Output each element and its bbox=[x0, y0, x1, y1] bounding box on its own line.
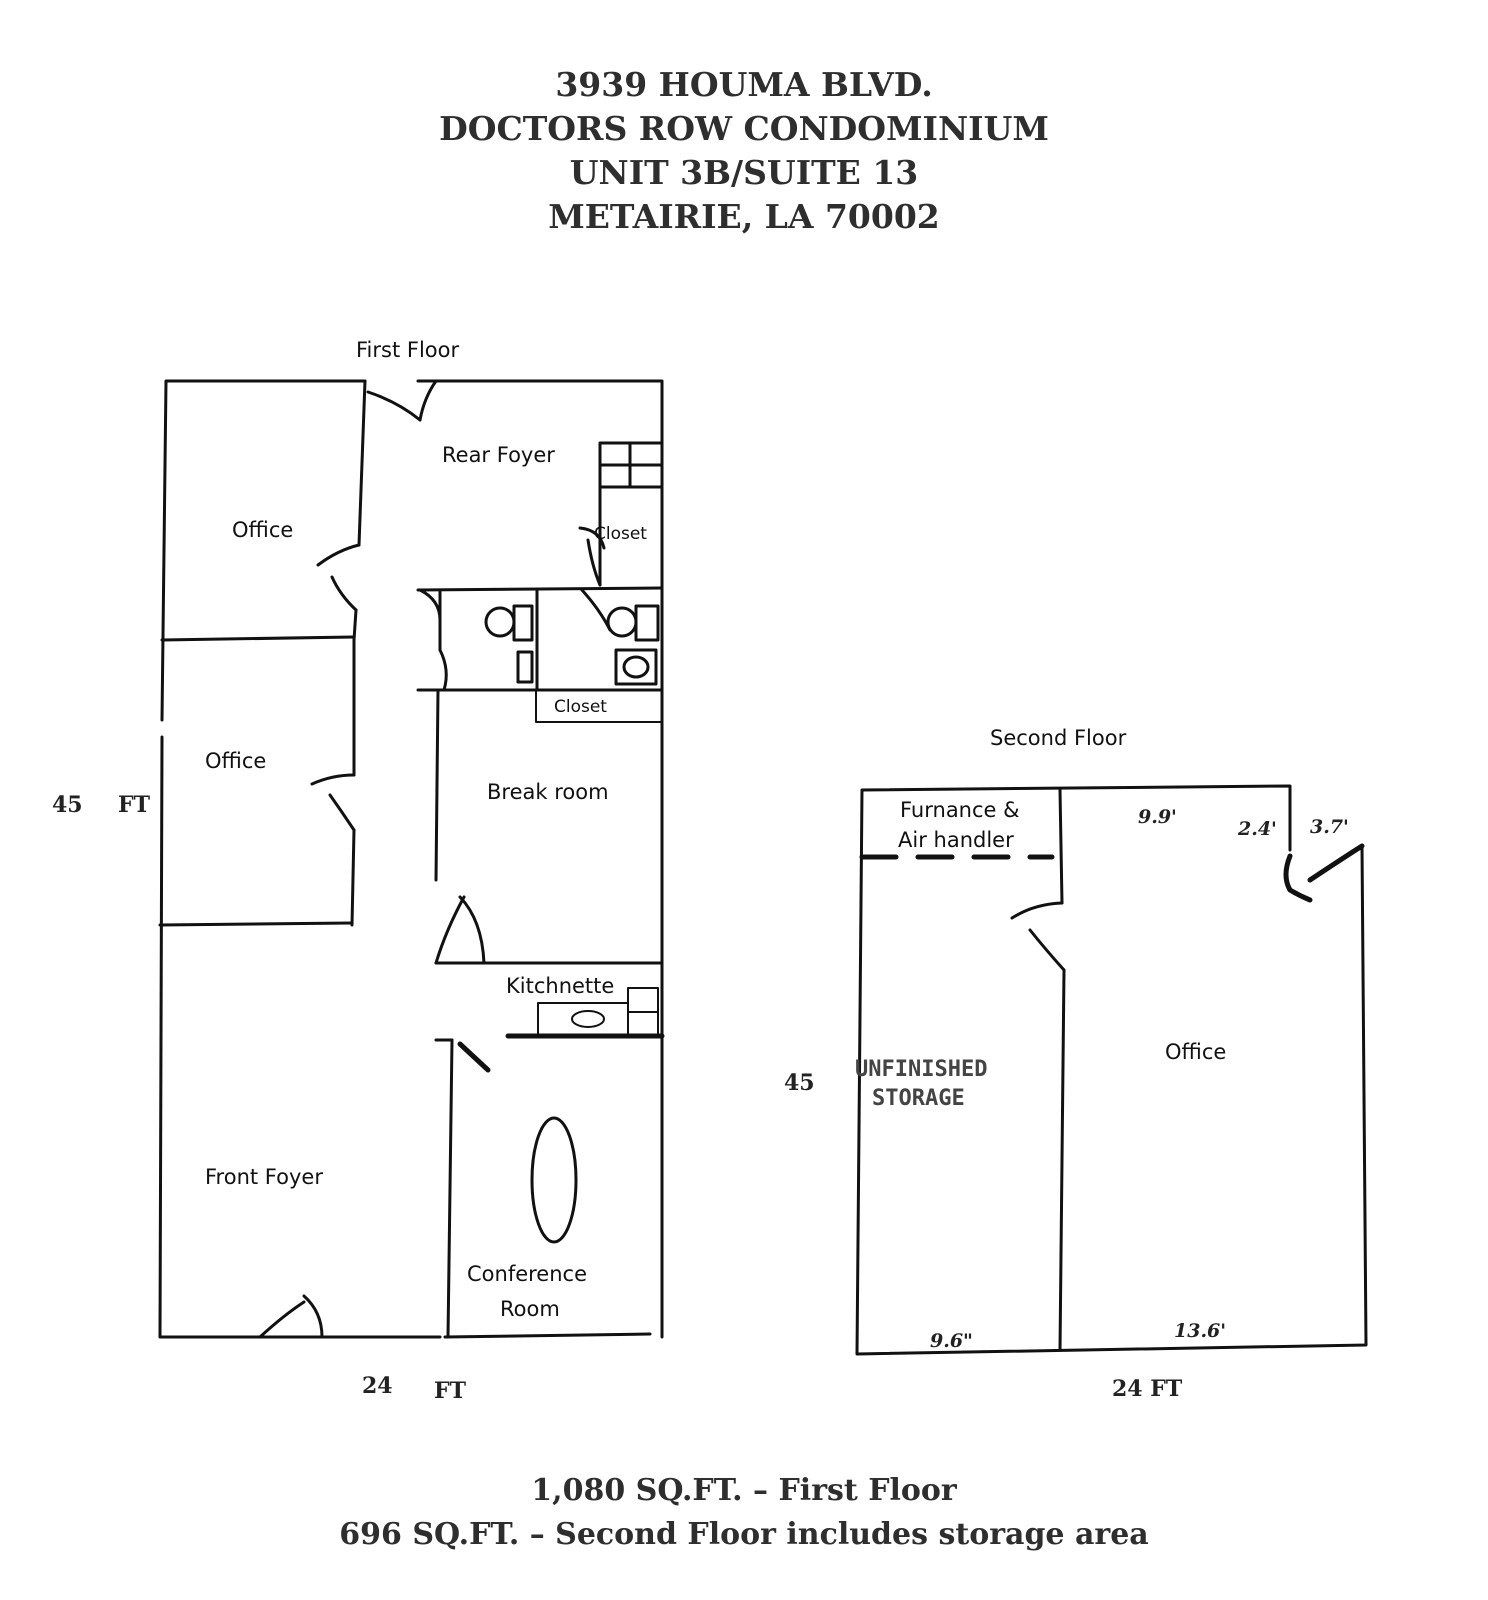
city-line: METAIRIE, LA 70002 bbox=[548, 197, 940, 236]
closet-top-label: Closet bbox=[594, 524, 647, 544]
closet-middle-label: Closet bbox=[554, 697, 607, 717]
conference-room-label-line1: Conference bbox=[467, 1262, 588, 1286]
unit-line: UNIT 3B/SUITE 13 bbox=[569, 153, 919, 192]
dimension-top-mid: 2.4' bbox=[1238, 818, 1277, 840]
first-floor-doors bbox=[258, 379, 612, 1339]
first-floor-width-unit: FT bbox=[434, 1378, 466, 1404]
dimension-bottom-left: 9.6" bbox=[930, 1330, 973, 1352]
dimension-top-left: 9.9' bbox=[1138, 806, 1177, 828]
front-foyer-label: Front Foyer bbox=[205, 1165, 323, 1189]
second-floor-doors bbox=[1010, 843, 1365, 972]
conference-room-label-line2: Room bbox=[500, 1297, 560, 1321]
storage-label-line1: UNFINISHED bbox=[855, 1057, 988, 1082]
storage-label-line2: STORAGE bbox=[872, 1086, 965, 1111]
first-floor-walls bbox=[158, 379, 665, 1339]
second-floor-width-label: 24 FT bbox=[1112, 1376, 1183, 1402]
first-floor-width-value: 24 bbox=[362, 1373, 393, 1399]
address-line: 3939 HOUMA BLVD. bbox=[555, 65, 933, 104]
furnace-label-line1: Furnance & bbox=[900, 798, 1020, 822]
building-name: DOCTORS ROW CONDOMINIUM bbox=[439, 109, 1049, 148]
first-floor-depth-unit: FT bbox=[118, 792, 150, 818]
second-floor-office-label: Office bbox=[1165, 1040, 1227, 1064]
rear-foyer-label: Rear Foyer bbox=[442, 443, 555, 467]
second-floor-title: Second Floor bbox=[990, 726, 1127, 750]
office-middle-label: Office bbox=[205, 749, 267, 773]
first-floor-area: 1,080 SQ.FT. – First Floor bbox=[531, 1473, 957, 1508]
first-floor-depth-value: 45 bbox=[52, 792, 83, 818]
break-room-label: Break room bbox=[487, 780, 609, 804]
second-floor-area: 696 SQ.FT. – Second Floor includes stora… bbox=[339, 1517, 1149, 1552]
kitchnette-label: Kitchnette bbox=[506, 974, 615, 998]
dimension-top-right: 3.7' bbox=[1310, 816, 1349, 838]
second-floor-depth-value: 45 bbox=[784, 1070, 815, 1096]
office-top-label: Office bbox=[232, 518, 294, 542]
first-floor-title: First Floor bbox=[356, 338, 460, 362]
dimension-bottom-right: 13.6' bbox=[1174, 1320, 1227, 1342]
second-floor-walls bbox=[855, 784, 1368, 1356]
furnace-label-line2: Air handler bbox=[898, 828, 1014, 852]
